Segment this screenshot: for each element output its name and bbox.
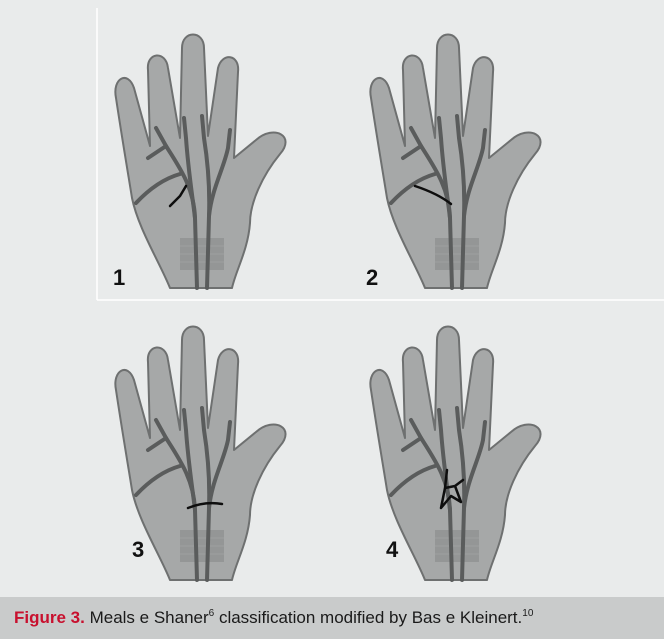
caption-text-b: classification modified by Bas e Kleiner…	[214, 608, 522, 627]
panel-label-4: 4	[386, 537, 398, 563]
panel-label-1: 1	[113, 265, 125, 291]
figure-image: 1 2 3 4	[0, 0, 664, 597]
hand-panel-1	[115, 35, 285, 289]
caption-lead: Figure 3.	[14, 608, 85, 627]
caption-ref-b: 10	[522, 608, 533, 619]
panel-label-3: 3	[132, 537, 144, 563]
caption-text-a: Meals e Shaner	[85, 608, 209, 627]
figure-caption: Figure 3. Meals e Shaner6 classification…	[0, 597, 664, 639]
panel-label-2: 2	[366, 265, 378, 291]
hand-figure	[0, 0, 664, 597]
hand-panel-2	[370, 35, 540, 289]
